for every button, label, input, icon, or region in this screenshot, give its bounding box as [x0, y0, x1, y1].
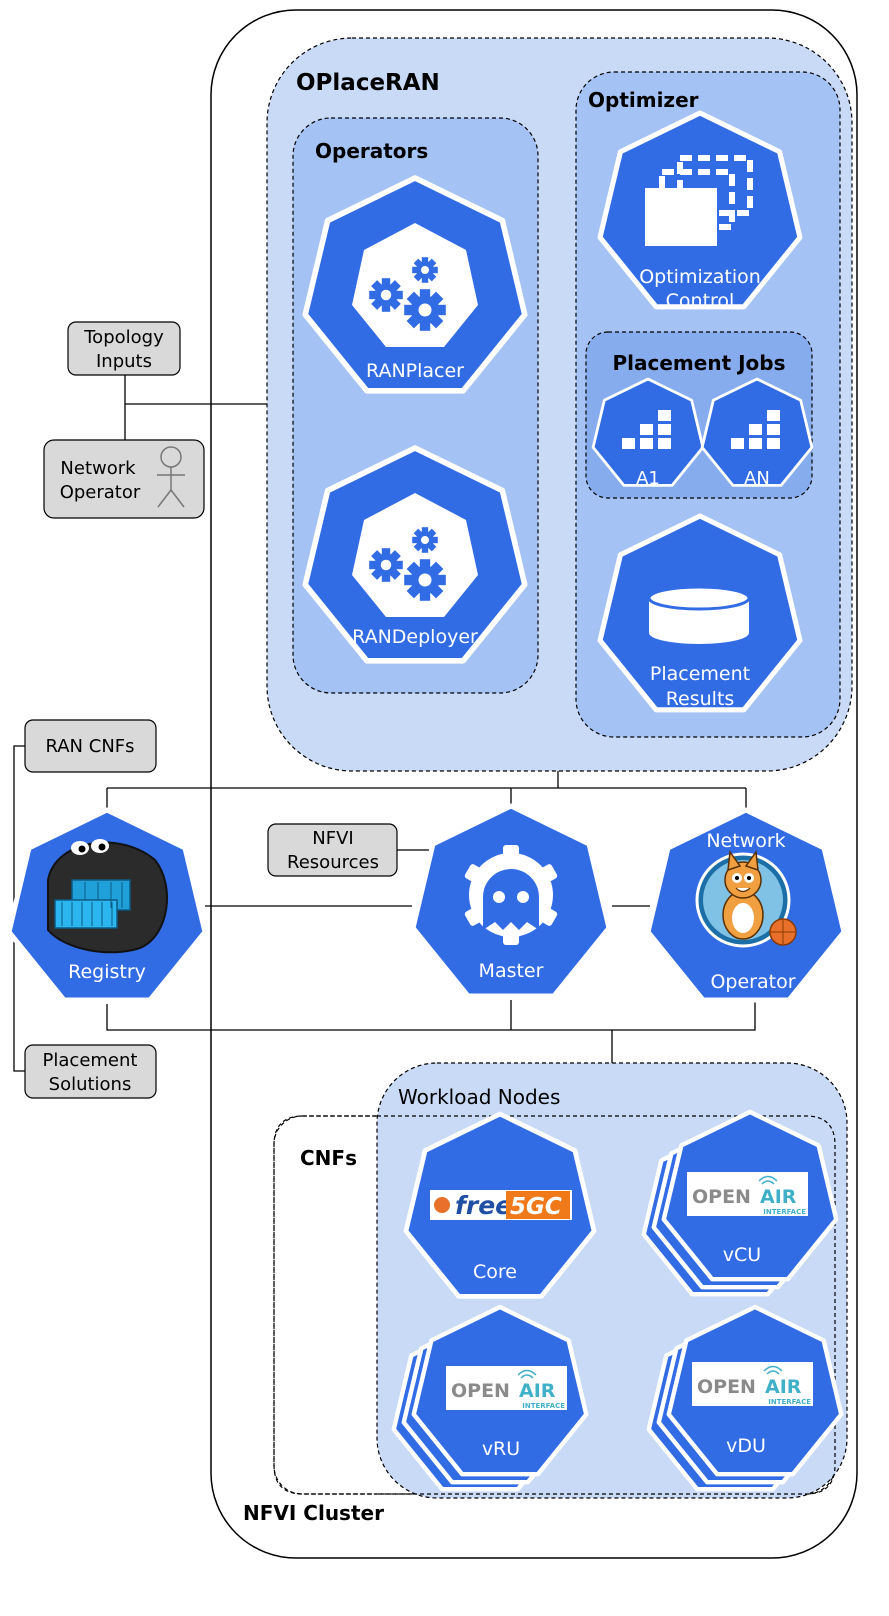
user-actor-icon: [157, 446, 185, 508]
placement-results-label-2: Results: [666, 688, 735, 710]
nfvi-resources-label-1: NFVI: [312, 828, 353, 849]
optimization-control-label-2: Control: [666, 290, 735, 312]
job-a1-node: A1: [591, 377, 705, 489]
oai-logo-open: OPEN: [451, 1380, 510, 1402]
vdu-label: vDU: [726, 1435, 766, 1457]
workload-nodes-label: Workload Nodes: [398, 1085, 560, 1109]
database-icon: [647, 585, 751, 644]
topology-inputs-box: Topology Inputs: [67, 321, 181, 376]
openairinterface-logo: OPEN AIR INTERFACE: [687, 1172, 808, 1216]
placement-results-label-1: Placement: [650, 663, 750, 685]
vru-node: OPEN AIR INTERFACE vRU: [394, 1307, 586, 1489]
vru-label: vRU: [482, 1438, 520, 1460]
oai-logo-interface: INTERFACE: [763, 1208, 806, 1216]
oai-logo-open: OPEN: [692, 1186, 751, 1208]
nfvi-resources-label-2: Resources: [287, 852, 379, 873]
placement-results-node: Placement Results: [600, 516, 800, 710]
network-operator-label-2: Operator: [60, 482, 141, 503]
network-operator-actor-box: Network Operator: [43, 439, 205, 519]
oai-logo-interface: INTERFACE: [768, 1398, 811, 1406]
nfvi-cluster-box: [210, 9, 858, 1559]
oai-logo-air: AIR: [765, 1376, 802, 1398]
ranplacer-node: RANPlacer: [305, 178, 525, 391]
network-operator-label-1: Network: [60, 458, 136, 479]
registry-node: Registry: [9, 810, 205, 1000]
registry-label: Registry: [68, 961, 146, 983]
vcu-node: OPEN AIR INTERFACE vCU: [644, 1112, 836, 1294]
network-operator-node-top-label: Network: [706, 830, 785, 852]
placement-jobs-label: Placement Jobs: [613, 351, 786, 375]
operators-label: Operators: [315, 139, 428, 163]
randeployer-label: RANDeployer: [352, 626, 478, 648]
core-label: Core: [473, 1261, 517, 1283]
job-a1-label: A1: [636, 468, 660, 489]
placement-solutions-box: Placement Solutions: [24, 1044, 157, 1099]
randeployer-node: RANDeployer: [305, 448, 525, 661]
optimization-control-node: Optimization Control: [600, 113, 800, 312]
vdu-node: OPEN AIR INTERFACE vDU: [649, 1307, 841, 1489]
core-node: free 5GC Core: [406, 1114, 594, 1296]
oai-logo-open: OPEN: [697, 1376, 756, 1398]
topology-inputs-label-2: Inputs: [96, 351, 152, 372]
optimizer-label: Optimizer: [588, 88, 699, 112]
network-operator-node: Network Operator: [648, 810, 844, 1000]
openairinterface-logo: OPEN AIR INTERFACE: [692, 1362, 813, 1406]
job-an-node: AN: [700, 377, 814, 489]
pods-icon: [645, 155, 753, 246]
master-label: Master: [479, 960, 544, 982]
ran-cnfs-label: RAN CNFs: [45, 736, 134, 757]
vcu-label: vCU: [723, 1244, 761, 1266]
openairinterface-logo: OPEN AIR INTERFACE: [446, 1366, 567, 1410]
oai-logo-interface: INTERFACE: [522, 1402, 565, 1410]
cnfs-label: CNFs: [300, 1146, 357, 1170]
free5gc-logo-part2: 5GC: [510, 1194, 562, 1220]
topology-inputs-label-1: Topology: [83, 327, 164, 348]
placement-solutions-label-1: Placement: [43, 1050, 138, 1071]
nfvi-cluster-label: NFVI Cluster: [243, 1501, 384, 1525]
ranplacer-label: RANPlacer: [366, 360, 464, 382]
nfvi-resources-box: NFVI Resources: [267, 823, 398, 877]
harbor-mascot-icon: [47, 839, 168, 954]
oai-logo-air: AIR: [760, 1186, 797, 1208]
free5gc-logo-part1: free: [455, 1191, 512, 1220]
cat-mascot-icon: [695, 849, 797, 948]
job-an-label: AN: [744, 468, 770, 489]
network-operator-node-bottom-label: Operator: [710, 971, 795, 993]
optimization-control-label-1: Optimization: [639, 266, 761, 288]
master-node: Master: [413, 806, 609, 996]
ran-cnfs-box: RAN CNFs: [24, 719, 157, 773]
oai-logo-air: AIR: [519, 1380, 556, 1402]
job-icon: [622, 410, 671, 449]
placement-solutions-label-2: Solutions: [49, 1074, 132, 1095]
oplaceran-title: OPlaceRAN: [296, 70, 440, 96]
free5gc-logo: free 5GC: [430, 1190, 572, 1220]
job-icon: [731, 410, 780, 449]
control-plane-icon: [464, 845, 558, 945]
